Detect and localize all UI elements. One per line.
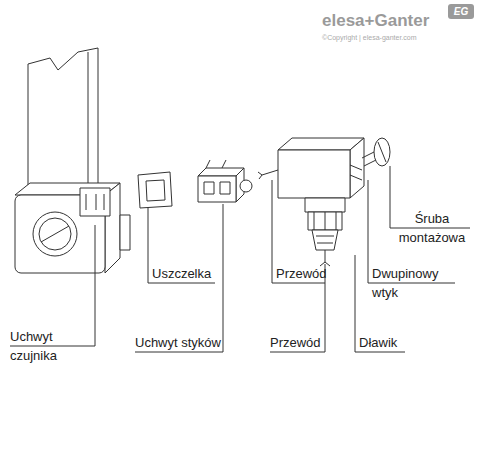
logo-badge — [448, 4, 474, 19]
part-name: Przewód — [276, 264, 336, 283]
sensor-holder-part — [33, 212, 77, 256]
sensor-body-part — [258, 170, 278, 179]
part-name: Dwupinowy wtyk — [372, 264, 454, 302]
sensor-body-part — [308, 212, 342, 230]
sensor-body-part — [314, 212, 336, 230]
sensor-holder-part — [80, 188, 110, 216]
part-name: Uchwyt styków — [135, 333, 235, 352]
sensor-holder-part — [28, 48, 98, 200]
sensor-body — [258, 138, 390, 266]
sensor-body-part — [350, 165, 362, 180]
copyright-note: ©Copyright | elesa-ganter.com — [322, 33, 482, 42]
part-name: Uchwyt czujnika — [10, 327, 74, 365]
sensor-body-part — [350, 138, 364, 198]
gasket — [138, 172, 172, 208]
part-name: Przewód — [270, 333, 330, 352]
leader-lines — [10, 166, 470, 352]
sensor-holder-part — [41, 226, 69, 242]
logo-text: elesa+Ganter — [322, 10, 452, 32]
contact-holder-part — [220, 182, 230, 194]
sensor-body-part — [378, 142, 386, 162]
contact-holder-part — [206, 160, 226, 168]
sensor-body-part — [316, 236, 334, 243]
leader-lines-part — [10, 225, 95, 346]
sensor-body-part — [312, 230, 338, 250]
contact-holder — [198, 160, 252, 202]
gasket-part — [138, 172, 172, 208]
contact-holder-part — [198, 176, 236, 202]
gasket-part — [146, 180, 165, 201]
part-name: Śruba montażowa — [392, 209, 472, 247]
contact-holder-part — [204, 182, 214, 194]
sensor-body-part — [278, 138, 364, 150]
sensor-body-part — [305, 198, 345, 212]
part-name: Dławik — [359, 333, 419, 352]
sensor-holder-part — [88, 52, 89, 190]
logo-badge-text: EG — [448, 5, 474, 18]
contact-holder-part — [240, 180, 252, 192]
part-name: Uszczelka — [152, 264, 232, 283]
sensor-holder-part — [120, 215, 130, 250]
sensor-body-part — [374, 138, 390, 166]
sensor-body-part — [320, 250, 330, 266]
sensor-body-part — [278, 150, 350, 198]
sensor-holder — [15, 48, 130, 273]
sensor-holder-part — [86, 194, 104, 210]
sensor-holder-part — [39, 218, 71, 250]
